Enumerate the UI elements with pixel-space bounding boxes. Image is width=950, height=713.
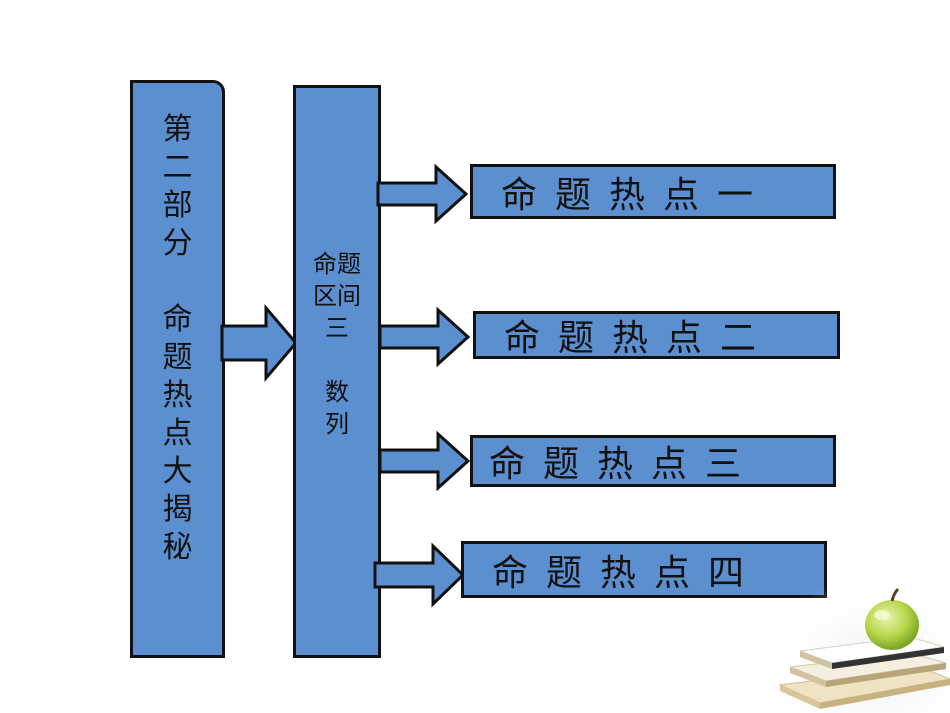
hotspot-box-1[interactable]: 命题热点一	[470, 164, 836, 219]
right-arrow-icon	[220, 303, 298, 383]
apple-books-decoration	[760, 563, 950, 713]
hotspot-label-4: 命题热点四	[492, 552, 763, 594]
right-arrow-icon	[378, 430, 471, 492]
topic-interval-text: 命题 区间 三 数 列	[313, 250, 361, 438]
hotspot-label-3: 命题热点三	[489, 444, 760, 485]
topic-interval-box: 命题 区间 三 数 列	[293, 85, 381, 658]
hotspot-label-2: 命题热点二	[504, 318, 775, 359]
hotspot-box-3[interactable]: 命题热点三	[470, 435, 836, 487]
right-arrow-icon	[373, 542, 466, 608]
hotspot-box-2[interactable]: 命题热点二	[473, 311, 840, 359]
right-arrow-icon	[378, 306, 471, 368]
section-title-text: 第 二 部 分 命 题 热 点 大 揭 秘	[162, 112, 193, 565]
hotspot-label-1: 命题热点一	[501, 174, 772, 216]
section-title-box: 第 二 部 分 命 题 热 点 大 揭 秘	[130, 80, 225, 658]
right-arrow-icon	[376, 163, 469, 225]
